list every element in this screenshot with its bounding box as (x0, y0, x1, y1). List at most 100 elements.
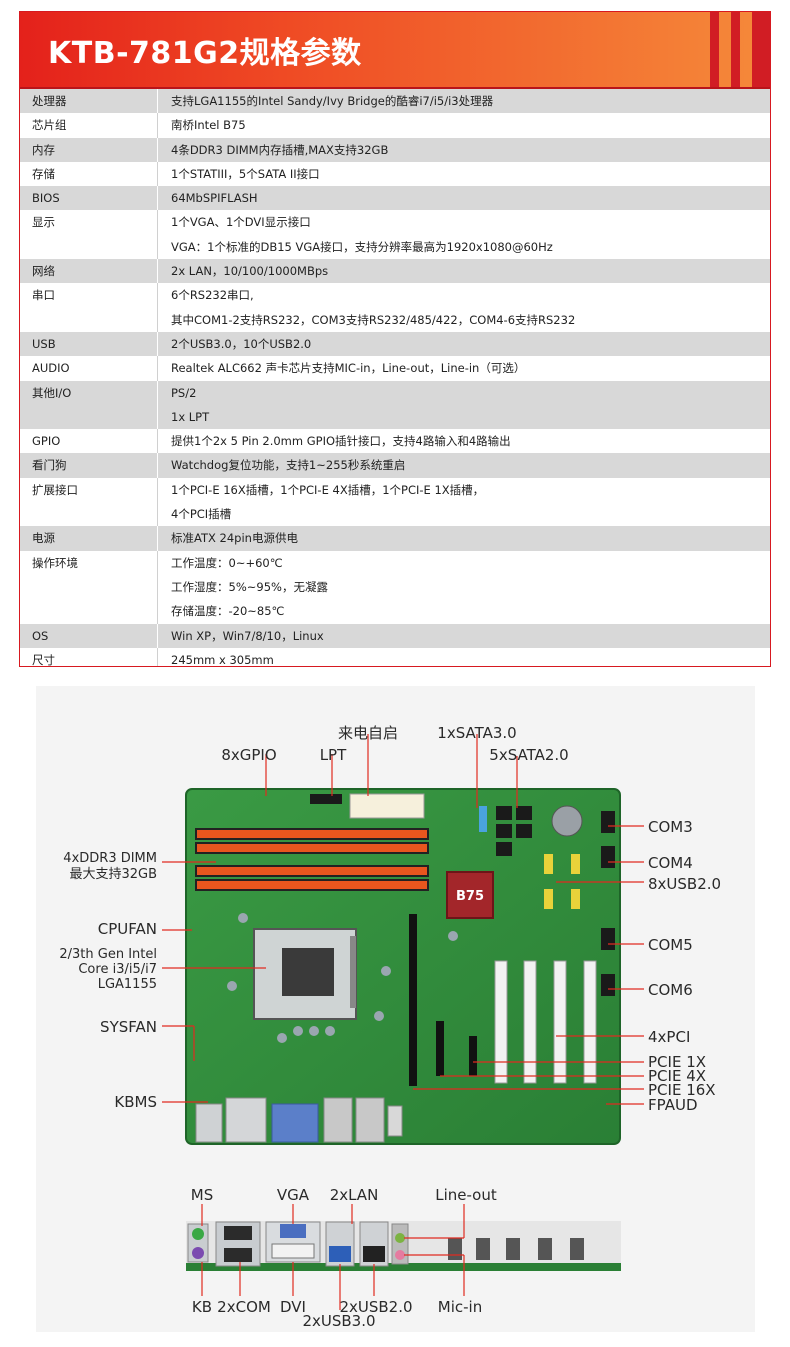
label-2xlan: 2xLAN (330, 1186, 379, 1204)
spec-row-label: USB (32, 336, 56, 351)
spec-table: KTB-781G2规格参数 处理器支持LGA1155的Intel Sandy/I… (19, 11, 771, 667)
io-labels: MS VGA 2xLAN Line-out KB 2xCOM DVI 2xUSB… (191, 1186, 497, 1330)
column-divider (157, 161, 158, 187)
label-com6: COM6 (648, 981, 693, 999)
board-labels: 来电自启 1xSATA3.0 8xGPIO LPT 5xSATA2.0 4xDD… (59, 724, 721, 1114)
label-line-out: Line-out (435, 1186, 497, 1204)
motherboard-pcb (185, 788, 621, 1145)
spec-row-value: 1个VGA、1个DVI显示接口 (171, 215, 311, 230)
spec-row: BIOS 64MbSPIFLASH (20, 186, 770, 211)
spec-row-values: Win XP，Win7/8/10，Linux (158, 624, 770, 648)
spec-row-value: 工作湿度：5%~95%，无凝露 (171, 579, 328, 594)
column-divider (157, 526, 158, 551)
spec-row-values: 2个USB3.0，10个USB2.0 (158, 332, 770, 356)
spec-row-value: 2个USB3.0，10个USB2.0 (171, 336, 312, 351)
spec-row-value: 6个RS232串口, (171, 288, 254, 303)
board-rear-io (195, 1097, 403, 1143)
board-diagram: B75 (59, 724, 721, 1330)
spec-row-label: 看门狗 (32, 458, 67, 473)
column-divider (157, 283, 158, 332)
spec-row-label: 电源 (32, 531, 55, 546)
spec-row: 扩展接口 1个PCI-E 16X插槽，1个PCI-E 4X插槽，1个PCI-E 1… (20, 477, 770, 527)
column-divider (157, 623, 158, 648)
spec-row-values: 6个RS232串口,其中COM1-2支持RS232，COM3支持RS232/48… (158, 283, 770, 332)
spec-row-label: 存储 (32, 166, 55, 181)
mic-in-jack (395, 1250, 405, 1260)
spec-row-label: 扩展接口 (32, 482, 78, 497)
spec-row-values: 245mm x 305mm (158, 648, 770, 666)
spec-row-value: PS/2 (171, 385, 197, 400)
pcie-4x-slot (436, 1021, 444, 1076)
label-pcie4: PCIE 4X (648, 1067, 706, 1085)
line-out-jack (395, 1233, 405, 1243)
spec-row-value: Realtek ALC662 声卡芯片支持MIC-in，Line-out，Lin… (171, 361, 526, 376)
column-divider (157, 550, 158, 624)
label-usb2-8: 8xUSB2.0 (648, 875, 721, 893)
spec-row: 看门狗 Watchdog复位功能，支持1~255秒系统重启 (20, 453, 770, 478)
spec-row-label: OS (32, 628, 49, 643)
spec-row-values: 南桥Intel B75 (158, 113, 770, 137)
io-callout-lines (201, 1204, 465, 1310)
spec-row-value: 提供1个2x 5 Pin 2.0mm GPIO插针接口，支持4路输入和4路输出 (171, 434, 511, 449)
spec-row-values: 1个PCI-E 16X插槽，1个PCI-E 4X插槽，1个PCI-E 1X插槽，… (158, 478, 770, 527)
spec-row: 电源标准ATX 24pin电源供电 (20, 526, 770, 551)
sata-ports (479, 806, 532, 856)
label-kbms: KBMS (114, 1093, 157, 1111)
column-divider (157, 429, 158, 454)
column-divider (157, 186, 158, 211)
spec-row-values: 支持LGA1155的Intel Sandy/Ivy Bridge的酷睿i7/i5… (158, 89, 770, 113)
column-divider (157, 113, 158, 138)
spec-header: KTB-781G2规格参数 (20, 12, 770, 89)
spec-row-value: 1个STATIII，5个SATA II接口 (171, 166, 320, 181)
spec-row: USB 2个USB3.0，10个USB2.0 (20, 331, 770, 357)
spec-row-value: VGA：1个标准的DB15 VGA接口，支持分辨率最高为1920x1080@60… (171, 239, 553, 254)
label-kb: KB (192, 1298, 212, 1316)
spec-row-value: 支持LGA1155的Intel Sandy/Ivy Bridge的酷睿i7/i5… (171, 94, 494, 108)
spec-row-value: 4条DDR3 DIMM内存插槽,MAX支持32GB (171, 142, 389, 157)
column-divider (157, 356, 158, 381)
spec-row: 芯片组 南桥Intel B75 (20, 113, 770, 138)
rear-io-panel (186, 1221, 621, 1271)
spec-row-label: 网络 (32, 264, 55, 279)
header-stripe (710, 12, 719, 87)
spec-row-label: 芯片组 (32, 118, 67, 133)
spec-row-label: BIOS (32, 191, 60, 206)
spec-row-value: 4个PCI插槽 (171, 507, 232, 522)
pcie-16x-slot (409, 914, 417, 1086)
column-divider (157, 453, 158, 478)
label-pcie16: PCIE 16X (648, 1081, 716, 1099)
pcie-1x-slot (469, 1036, 477, 1076)
spec-row-value: 64MbSPIFLASH (171, 191, 258, 206)
label-sysfan: SYSFAN (100, 1018, 157, 1036)
spec-row-values: 2x LAN，10/100/1000MBps (158, 259, 770, 283)
spec-row-label: 尺寸 (32, 652, 55, 667)
spec-row-value: 工作温度：0~+60℃ (171, 555, 283, 570)
spec-row-value: 南桥Intel B75 (171, 118, 246, 133)
usb-headers (544, 854, 580, 909)
column-divider (157, 477, 158, 527)
spec-row-values: 1个STATIII，5个SATA II接口 (158, 162, 770, 186)
label-2xusb3: 2xUSB3.0 (302, 1312, 375, 1330)
label-ddr3-1: 4xDDR3 DIMM (63, 851, 157, 866)
spec-row-values: 4条DDR3 DIMM内存插槽,MAX支持32GB (158, 138, 770, 162)
spec-row-label: 显示 (32, 215, 55, 230)
column-divider (157, 210, 158, 260)
header-stripe (731, 12, 740, 87)
pci-slots (494, 960, 597, 1084)
capacitors (227, 913, 458, 1043)
column-divider (157, 259, 158, 284)
ram-slots (195, 828, 429, 891)
spec-row-value: Win XP，Win7/8/10，Linux (171, 628, 324, 643)
callout-lines (162, 734, 644, 1105)
label-vga: VGA (277, 1186, 310, 1204)
vga-port (280, 1224, 306, 1238)
lpt-header (310, 794, 342, 804)
column-divider (157, 647, 158, 666)
spec-row-values: Realtek ALC662 声卡芯片支持MIC-in，Line-out，Lin… (158, 356, 770, 380)
spec-row-value: Watchdog复位功能，支持1~255秒系统重启 (171, 458, 406, 473)
